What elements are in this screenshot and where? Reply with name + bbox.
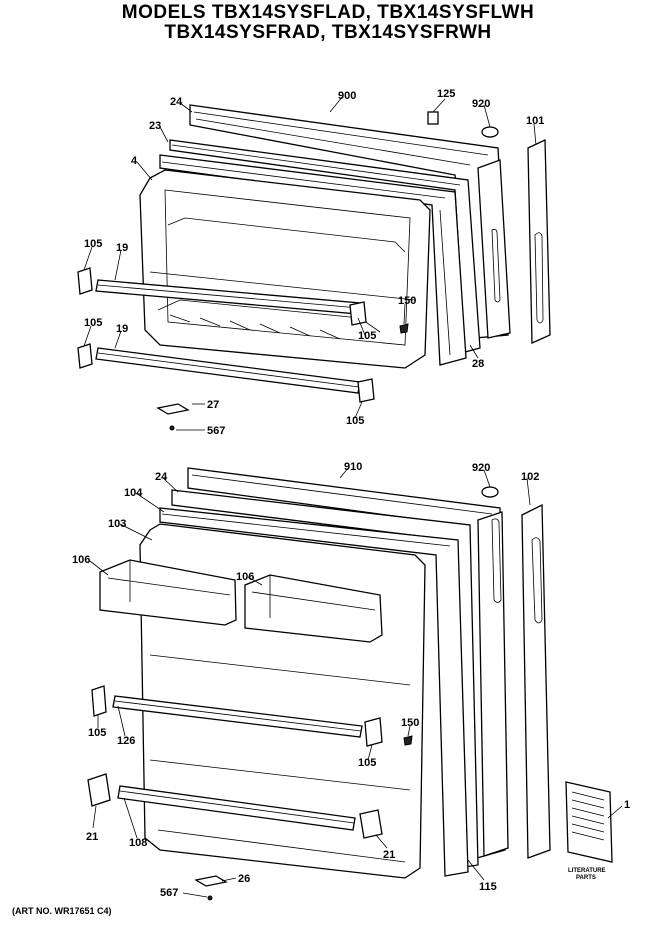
bracket-105-b — [77, 343, 93, 369]
label-125: 125 — [437, 88, 455, 100]
label-26: 26 — [238, 873, 250, 885]
label-567-bottom: 567 — [160, 887, 178, 899]
hinge-26 — [194, 875, 228, 887]
title-line-2: TBX14SYSFRAD, TBX14SYSFRWH — [164, 22, 492, 43]
part-labels: 900 125 920 101 24 23 4 105 19 105 19 15… — [72, 88, 630, 899]
screw-567-top — [169, 425, 175, 431]
screw-567-bottom — [207, 895, 213, 901]
freezer-shelf-bar-19-lower — [95, 347, 361, 394]
label-105-f: 105 — [358, 757, 376, 769]
literature-parts-booklet: LITERATURE PARTS — [565, 781, 613, 881]
label-23: 23 — [149, 120, 161, 132]
label-900: 900 — [338, 90, 356, 102]
bracket-105-a — [77, 267, 93, 295]
label-28: 28 — [472, 358, 484, 370]
label-150-bottom: 150 — [401, 717, 419, 729]
literature-label-line1: LITERATURE — [568, 868, 606, 874]
label-108: 108 — [129, 837, 147, 849]
bracket-105-f — [364, 717, 383, 747]
leader-lines — [83, 95, 623, 898]
bracket-21-a — [87, 773, 111, 807]
dairy-bin-106-left — [99, 559, 237, 626]
label-105-b: 105 — [84, 317, 102, 329]
label-106-right: 106 — [236, 571, 254, 583]
dairy-bin-106-right — [244, 574, 383, 643]
label-150-top: 150 — [398, 295, 416, 307]
label-4: 4 — [131, 155, 138, 167]
label-115: 115 — [479, 881, 497, 893]
label-920-bottom: 920 — [472, 462, 490, 474]
plug-920-freezer — [481, 126, 499, 138]
handle-101 — [527, 138, 551, 344]
label-126: 126 — [117, 735, 135, 747]
label-19-a: 19 — [116, 242, 128, 254]
bracket-105-c — [349, 301, 367, 326]
label-1: 1 — [624, 799, 630, 811]
label-105-e: 105 — [88, 727, 106, 739]
label-103: 103 — [108, 518, 126, 530]
label-105-c: 105 — [358, 330, 376, 342]
freezer-inner-liner-4 — [139, 169, 431, 369]
label-910: 910 — [344, 461, 362, 473]
label-106-left: 106 — [72, 554, 90, 566]
bracket-105-e — [91, 685, 107, 717]
label-101: 101 — [526, 115, 544, 127]
label-24-top: 24 — [170, 96, 183, 108]
label-105-a: 105 — [84, 238, 102, 250]
handle-102 — [521, 503, 551, 859]
bracket-21-b — [359, 809, 383, 839]
label-105-d: 105 — [346, 415, 364, 427]
fresh-food-frame-104 — [159, 507, 469, 877]
label-21-b: 21 — [383, 849, 395, 861]
screw-150-fresh-food — [403, 735, 413, 746]
label-19-b: 19 — [116, 323, 128, 335]
shelf-bar-108 — [117, 785, 356, 831]
bracket-105-d — [357, 378, 375, 403]
freezer-door-assembly — [77, 104, 551, 431]
label-21-a: 21 — [86, 831, 98, 843]
screw-150-freezer — [399, 323, 409, 334]
title-line-1: MODELS TBX14SYSFLAD, TBX14SYSFLWH — [121, 2, 535, 23]
fresh-food-door-assembly — [87, 467, 551, 901]
shelf-bar-126 — [112, 695, 363, 738]
label-24-bottom: 24 — [155, 471, 168, 483]
freezer-liner-frame-23 — [159, 154, 467, 366]
art-number: (ART NO. WR17651 C4) — [12, 906, 112, 916]
part-125 — [427, 111, 439, 125]
label-104: 104 — [124, 487, 143, 499]
plug-920-fresh-food — [481, 486, 499, 498]
label-920-top: 920 — [472, 98, 490, 110]
hinge-27 — [156, 403, 190, 415]
label-102: 102 — [521, 471, 539, 483]
label-27: 27 — [207, 399, 219, 411]
label-567-top: 567 — [207, 425, 225, 437]
literature-label-line2: PARTS — [576, 875, 596, 881]
